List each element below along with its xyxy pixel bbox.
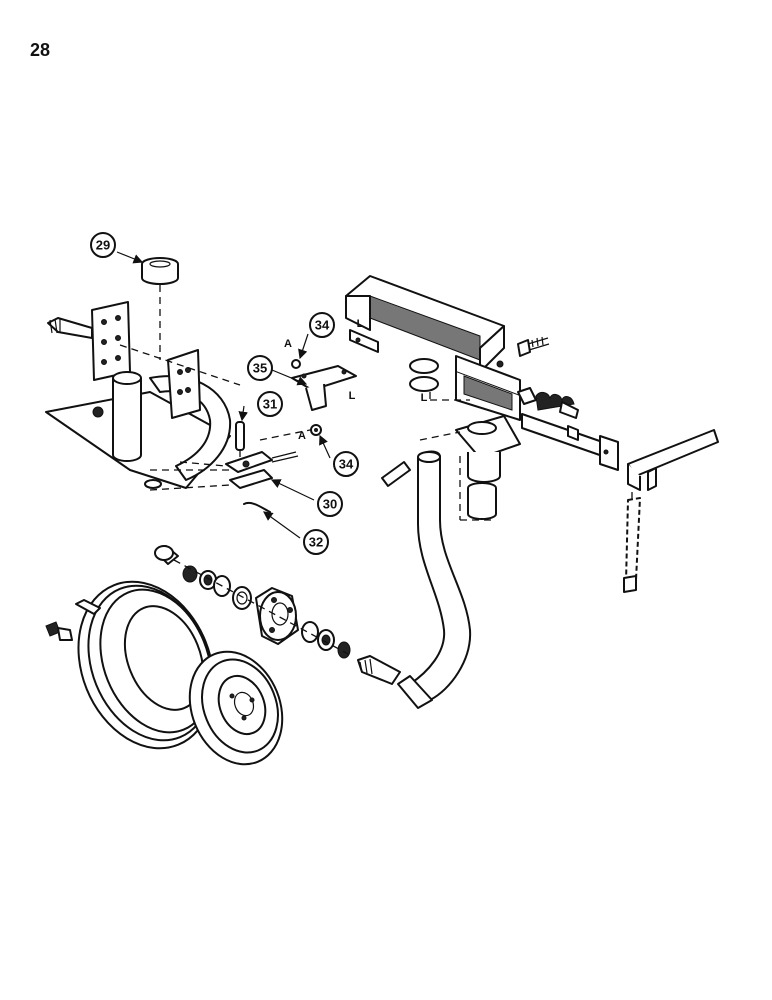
wheel-bolts	[45, 599, 101, 641]
callout-34-top-label: 34	[315, 318, 330, 333]
leader-lines	[116, 251, 331, 539]
bracket-part-35	[291, 365, 357, 411]
callout-34-top: 34	[309, 312, 335, 338]
spring-rod-assembly	[517, 387, 619, 471]
callout-34-bottom: 34	[333, 451, 359, 477]
side-plate	[167, 349, 201, 419]
curved-arm	[149, 375, 232, 481]
callout-35-label: 35	[253, 361, 267, 376]
right-bar	[627, 429, 719, 491]
callout-31: 31	[257, 391, 283, 417]
reference-letter-l-washers: L	[421, 392, 428, 404]
callout-34-bottom-label: 34	[339, 457, 354, 472]
caster-fork-arm	[357, 450, 472, 709]
callout-29-label: 29	[96, 238, 110, 253]
callout-32-label: 32	[309, 535, 323, 550]
disc-washers	[409, 358, 439, 392]
reference-letter-a-top: A	[284, 338, 292, 350]
reference-letter-a-bottom: A	[298, 430, 306, 442]
callout-30: 30	[317, 491, 343, 517]
callout-35: 35	[247, 355, 273, 381]
spring-housing	[345, 275, 550, 421]
cotter-pin-part-32	[243, 502, 271, 513]
pivot-pin	[381, 461, 411, 487]
page-number: 28	[30, 40, 51, 60]
pin-part-31	[235, 421, 245, 451]
mounting-plate	[91, 301, 131, 381]
tire	[77, 580, 215, 750]
right-rod	[623, 492, 641, 593]
callout-31-label: 31	[263, 397, 277, 412]
callout-30-label: 30	[323, 497, 337, 512]
rim	[188, 650, 284, 766]
callout-32: 32	[303, 529, 329, 555]
left-caster-bracket	[45, 257, 241, 491]
pivot-bushing-housing	[455, 415, 521, 520]
spindle-shaft	[47, 317, 93, 339]
reference-letter-l-bracket: L	[349, 390, 356, 402]
callout-29: 29	[90, 232, 116, 258]
washer-part-34	[291, 359, 322, 436]
collar-part-29	[141, 257, 179, 285]
reference-letter-l-housing: L	[357, 318, 364, 330]
bracket-part-30	[225, 451, 299, 489]
